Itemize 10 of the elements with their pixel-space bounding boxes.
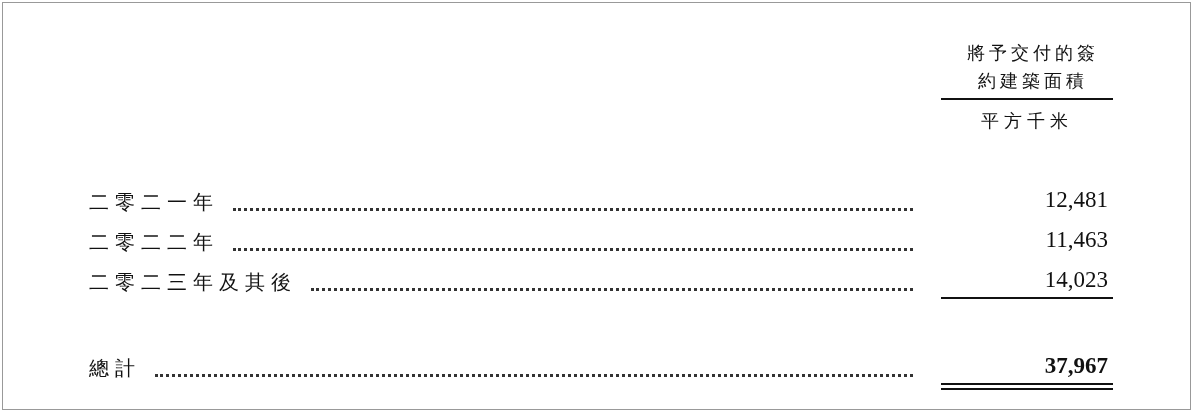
total-amount: 37,967 — [1044, 353, 1108, 379]
row-label: 二零二一年 — [89, 189, 219, 216]
total-label: 總計 — [89, 355, 141, 382]
amount-cell: 11,463 — [1045, 227, 1108, 253]
row-label: 二零二二年 — [89, 229, 219, 256]
amount-cell: 14,023 — [1044, 267, 1108, 293]
row-label: 二零二三年及其後 — [89, 269, 297, 296]
unit-label: 平方千米 — [980, 109, 1074, 133]
column-header: 將予交付的簽約建築面積 — [966, 41, 1100, 93]
amount-cell: 12,481 — [1044, 187, 1108, 213]
